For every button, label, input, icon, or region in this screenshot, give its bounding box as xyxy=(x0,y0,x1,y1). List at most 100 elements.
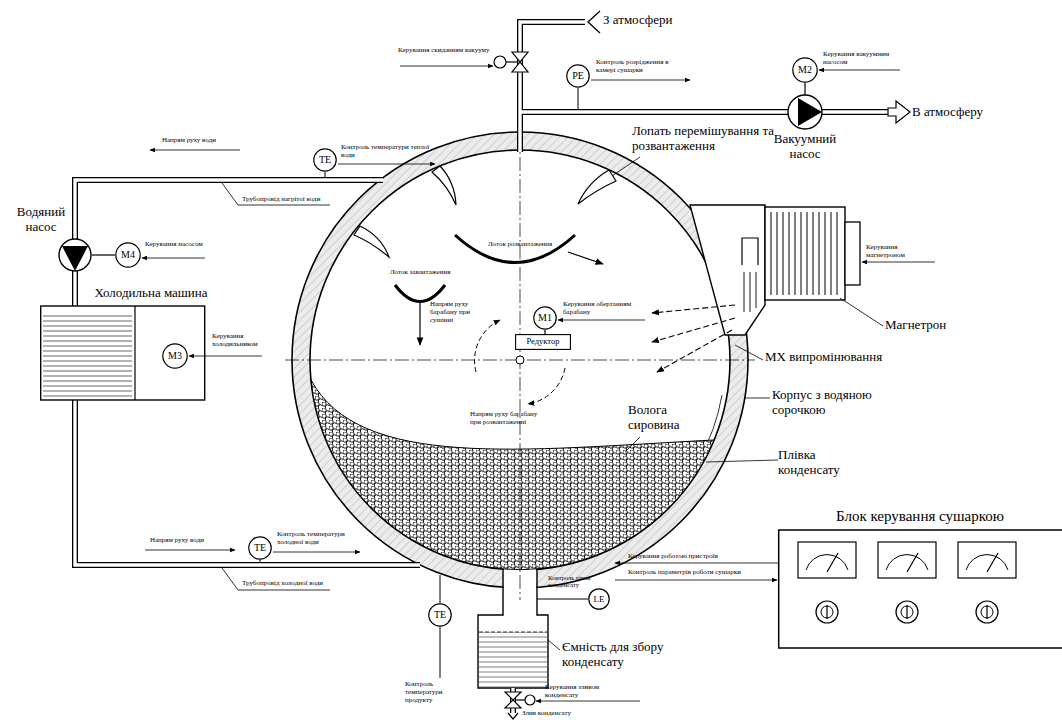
signal-arrow xyxy=(338,164,435,165)
control-panel: Блок керування сушаркою xyxy=(778,508,1062,648)
node-outline xyxy=(429,604,451,626)
tray xyxy=(395,285,445,302)
atmosphere-symbol xyxy=(888,101,910,123)
mixing-blade xyxy=(354,226,389,257)
part-label: Керування зливом конденсату xyxy=(545,683,630,699)
leader-line xyxy=(745,398,770,399)
node-text: TE xyxy=(248,542,272,554)
sensor-circle: LE xyxy=(588,588,610,610)
gearbox-box: Редуктор xyxy=(515,334,571,350)
node-outline xyxy=(878,542,936,578)
motor-circle: M1 xyxy=(533,306,557,330)
sensor-line xyxy=(260,88,588,678)
part-label: Контроль розрідження в камері сушарки xyxy=(596,58,686,74)
condensate-tank xyxy=(478,569,548,688)
node-outline xyxy=(798,98,822,126)
signal-arrow xyxy=(591,80,690,81)
node-outline xyxy=(43,386,132,387)
part-label: З атмосфери xyxy=(603,13,693,28)
leader-line xyxy=(840,298,883,326)
motor-circle: M4 xyxy=(115,242,141,268)
node-text: LE xyxy=(588,594,610,604)
mixing-blade xyxy=(432,166,456,205)
node-outline xyxy=(43,381,132,382)
part-label: Злив конденсату xyxy=(522,709,592,717)
node-outline xyxy=(986,605,987,619)
node-text: Вакуумний насос xyxy=(770,132,840,162)
pipeline xyxy=(75,22,890,713)
node-outline xyxy=(534,307,556,329)
node-outline xyxy=(43,376,132,377)
magnetron xyxy=(845,222,860,285)
node-outline xyxy=(793,58,817,82)
atmosphere-symbol xyxy=(588,11,600,33)
node-text: M3 xyxy=(162,350,188,362)
valve-symbol xyxy=(525,695,535,705)
node-text: M4 xyxy=(115,249,141,261)
part-label: Керування насосом xyxy=(145,240,210,248)
node-outline xyxy=(249,537,271,559)
connector-line xyxy=(804,83,805,95)
tray xyxy=(419,302,420,345)
microwave-ray xyxy=(652,305,735,372)
part-label: Керування скиданням вакууму xyxy=(398,46,490,54)
node-outline xyxy=(43,361,132,362)
node-outline xyxy=(62,246,88,271)
water-pump: Водяний насос xyxy=(8,205,92,273)
node-outline xyxy=(134,306,135,400)
node-text: Водяний насос xyxy=(8,205,74,235)
signal-arrow xyxy=(536,701,640,702)
tray xyxy=(568,252,603,264)
leader-line xyxy=(735,345,763,360)
leader-line xyxy=(625,437,640,452)
node-outline xyxy=(827,553,838,572)
part-label: Плівка конденсату xyxy=(778,448,858,478)
part-label: Керування роботою пристроїв xyxy=(628,552,768,560)
leader-line xyxy=(706,460,778,462)
connector-line xyxy=(92,254,115,255)
part-label: Контроль рівня конденсату xyxy=(548,574,592,589)
node-text: TE xyxy=(313,154,337,166)
leader-line xyxy=(548,640,560,650)
magnetron xyxy=(765,207,845,300)
node-text: M1 xyxy=(533,312,557,324)
signal-arrow xyxy=(558,320,645,321)
pipeline xyxy=(75,22,890,713)
magnetron xyxy=(690,205,765,335)
part-label: Напрям руху барабану при сушінні xyxy=(430,300,492,324)
rotation-arrow xyxy=(475,320,565,404)
node-text: M2 xyxy=(792,64,818,76)
signal-arrow xyxy=(862,262,935,263)
condensate-tank xyxy=(479,632,547,687)
magnetron xyxy=(690,205,860,335)
node-outline xyxy=(976,601,998,623)
signal-arrow xyxy=(615,563,778,564)
node-outline xyxy=(806,555,848,570)
motor-circle: M2 xyxy=(792,57,818,83)
center-lines xyxy=(285,135,755,600)
node-outline xyxy=(779,530,1062,648)
node-text: TE xyxy=(428,609,452,621)
sensor-circle: PE xyxy=(566,64,590,88)
node-text: Редуктор xyxy=(515,337,571,347)
node-text: Холодильна машина xyxy=(92,286,210,301)
magnetron xyxy=(744,272,756,312)
node-outline xyxy=(516,335,571,350)
node-outline xyxy=(906,605,907,619)
node-outline xyxy=(788,95,822,129)
part-label: Керування магнетроном xyxy=(866,243,936,259)
vacuum-pump: Вакуумний насос xyxy=(770,95,840,165)
sensor-circle: TE xyxy=(428,603,452,627)
node-outline xyxy=(43,346,132,347)
node-outline xyxy=(116,243,140,267)
node-outline xyxy=(901,606,913,618)
node-outline xyxy=(816,601,838,623)
node-outline xyxy=(896,601,918,623)
node-outline xyxy=(907,553,918,572)
magnetron xyxy=(771,212,837,295)
center-lines xyxy=(516,356,524,364)
signal-arrow xyxy=(400,66,493,67)
valve-symbol xyxy=(506,61,518,62)
